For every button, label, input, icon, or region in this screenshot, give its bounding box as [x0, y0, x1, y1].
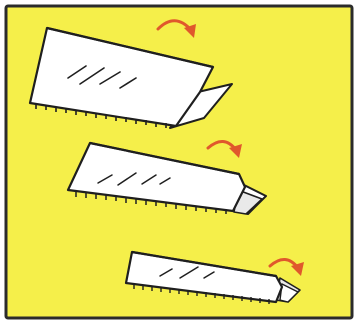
folding-steps-illustration	[0, 0, 358, 324]
